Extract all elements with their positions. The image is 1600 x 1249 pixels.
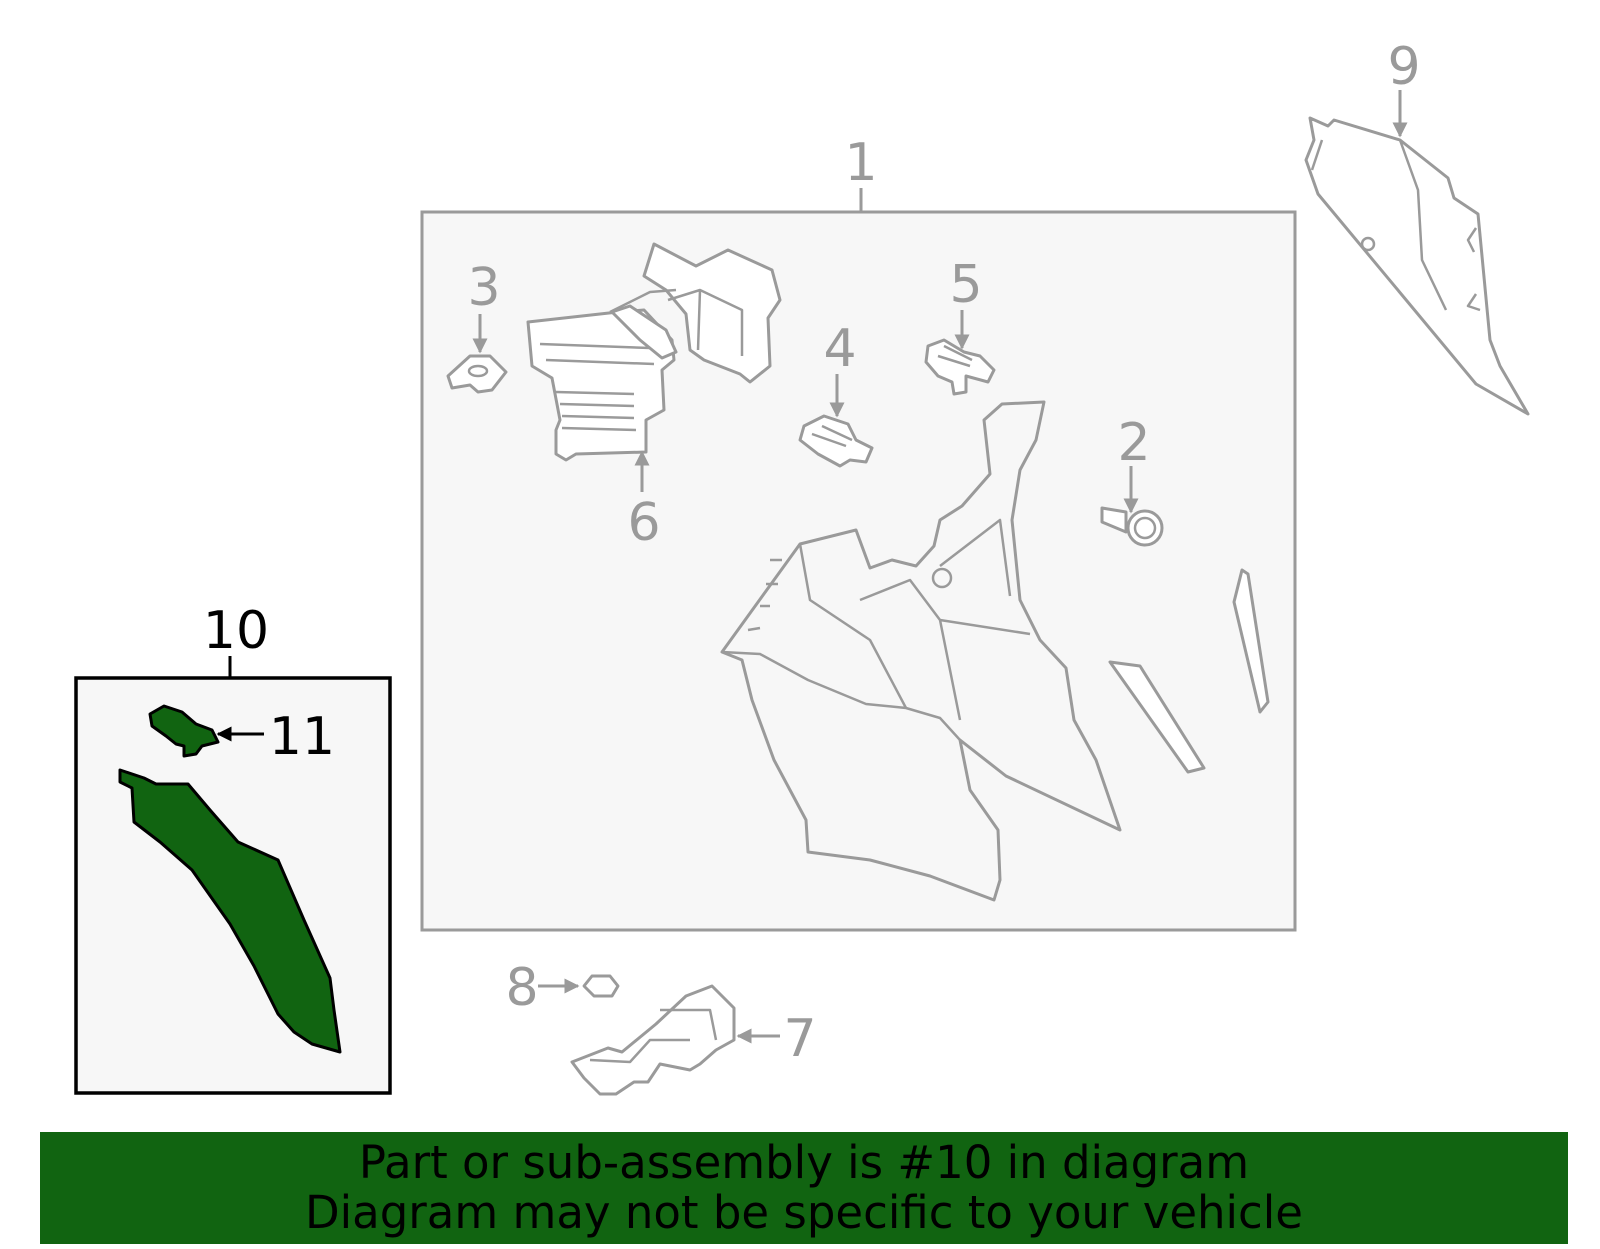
trim-strip-a bbox=[1108, 660, 1206, 774]
part-11-clip[interactable] bbox=[148, 704, 220, 758]
part-8: 8 bbox=[505, 958, 620, 1018]
part-4: 4 bbox=[798, 319, 874, 468]
trim-strip-b bbox=[1232, 568, 1270, 714]
callout-11: 11 bbox=[269, 707, 335, 767]
callout-1: 1 bbox=[844, 133, 877, 193]
info-banner: Part or sub-assembly is #10 in diagram D… bbox=[40, 1132, 1568, 1244]
callout-9: 9 bbox=[1387, 37, 1420, 97]
banner-line-2: Diagram may not be specific to your vehi… bbox=[305, 1186, 1303, 1239]
callout-10: 10 bbox=[203, 601, 269, 661]
callout-8: 8 bbox=[505, 958, 538, 1018]
callout-3: 3 bbox=[467, 258, 500, 318]
part-10-trim-panel[interactable] bbox=[118, 768, 342, 1054]
callout-2: 2 bbox=[1117, 413, 1150, 473]
callout-5: 5 bbox=[949, 255, 982, 315]
main-console-panel bbox=[720, 400, 1122, 902]
parts-diagram: 1 3 6 4 5 2 bbox=[74, 37, 1530, 1096]
callout-4: 4 bbox=[823, 319, 856, 379]
callout-7: 7 bbox=[783, 1009, 816, 1069]
part-6: 6 bbox=[526, 242, 782, 553]
callout-6: 6 bbox=[627, 493, 660, 553]
part-5: 5 bbox=[924, 255, 996, 396]
part-7: 7 bbox=[570, 984, 817, 1096]
banner-line-1: Part or sub-assembly is #10 in diagram bbox=[358, 1136, 1250, 1189]
part-2: 2 bbox=[1100, 413, 1164, 547]
assembly-10-group[interactable]: 10 11 bbox=[74, 601, 392, 1095]
part-3: 3 bbox=[446, 258, 508, 394]
part-9: 9 bbox=[1304, 37, 1530, 416]
